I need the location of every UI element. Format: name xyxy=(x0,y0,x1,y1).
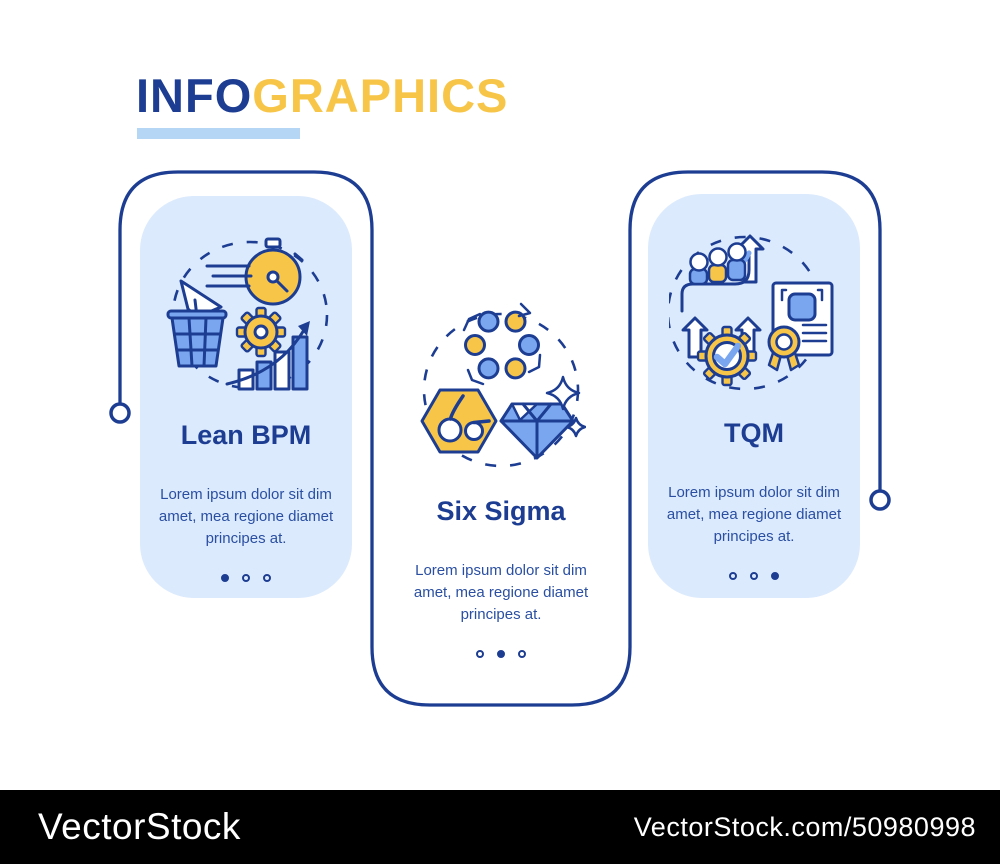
tqm-icon xyxy=(666,222,839,402)
card-title: Six Sigma xyxy=(436,496,566,526)
connector-ring-left xyxy=(109,402,131,424)
page-title-primary: INFO xyxy=(136,69,253,122)
lean-bpm-icon xyxy=(161,224,331,404)
card-lean-bpm: Lean BPM Lorem ipsum dolor sit dim amet,… xyxy=(140,196,352,598)
card-tqm: TQM Lorem ipsum dolor sit dim amet, mea … xyxy=(648,194,860,598)
stopwatch-icon xyxy=(205,237,304,306)
pagination-dots xyxy=(140,574,352,582)
certificate-icon xyxy=(767,281,834,372)
bar-chart-icon xyxy=(237,335,309,391)
watermark-credit: VectorStock.com/50980998 xyxy=(633,811,976,842)
pagination-dot[interactable] xyxy=(221,574,229,582)
diamond-gem-icon xyxy=(499,375,587,460)
six-sigma-hexagon-icon xyxy=(420,388,498,454)
card-six-sigma: Six Sigma Lorem ipsum dolor sit dim amet… xyxy=(380,272,622,692)
connector-ring-right xyxy=(869,489,891,511)
pagination-dot[interactable] xyxy=(263,574,271,582)
connector-path xyxy=(118,170,882,707)
team-growth-icon xyxy=(680,234,765,313)
award-ribbon-icon xyxy=(767,325,801,372)
pagination-dot[interactable] xyxy=(242,574,250,582)
sparkle-icon xyxy=(545,375,581,411)
pagination-dots xyxy=(648,572,860,580)
card-title: TQM xyxy=(724,418,784,448)
cycle-circles-icon xyxy=(462,302,542,386)
gear-icon xyxy=(235,306,287,358)
sparkle-icon xyxy=(565,416,587,438)
trash-bin-icon xyxy=(166,309,228,368)
watermark-brand: VectorStock xyxy=(38,806,241,847)
page-title-secondary: GRAPHICS xyxy=(252,69,509,122)
pagination-dot[interactable] xyxy=(518,650,526,658)
title-underline xyxy=(137,128,300,139)
pagination-dot[interactable] xyxy=(750,572,758,580)
dashed-orbit-icon xyxy=(422,312,580,468)
card-description: Lorem ipsum dolor sit dim amet, mea regi… xyxy=(413,562,589,623)
page-title: INFOGRAPHICS xyxy=(136,72,508,119)
pagination-dot[interactable] xyxy=(497,650,505,658)
checkmark-icon xyxy=(713,342,742,368)
pagination-dots xyxy=(380,650,622,658)
card-description: Lorem ipsum dolor sit dim amet, mea regi… xyxy=(666,484,842,545)
gear-check-icon xyxy=(696,325,758,387)
watermark-bar: VectorStock VectorStock.com/50980998 xyxy=(0,790,1000,864)
six-sigma-icon xyxy=(416,300,587,480)
card-title: Lean BPM xyxy=(180,420,312,450)
pagination-dot[interactable] xyxy=(771,572,779,580)
pagination-dot[interactable] xyxy=(476,650,484,658)
pagination-dot[interactable] xyxy=(729,572,737,580)
growth-arrow-icon xyxy=(225,321,310,386)
card-description: Lorem ipsum dolor sit dim amet, mea regi… xyxy=(158,486,334,547)
